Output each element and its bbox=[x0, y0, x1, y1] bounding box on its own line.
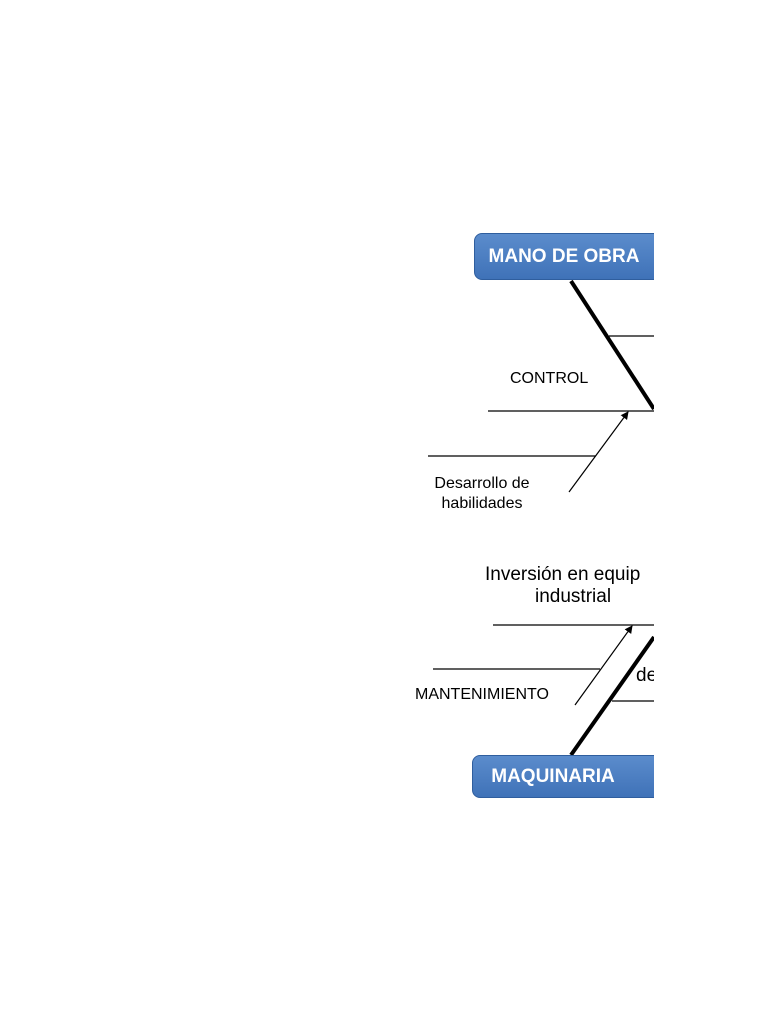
category-box-mano-de-obra: MANO DE OBRA bbox=[474, 233, 654, 280]
maquinaria-bone bbox=[569, 635, 654, 757]
mano-de-obra-bone bbox=[569, 279, 654, 411]
cause-label-inversion: Inversión en equip industrial bbox=[485, 564, 654, 608]
cause-label-partial-de: de bbox=[636, 665, 654, 686]
category-box-maquinaria: MAQUINARIA bbox=[472, 755, 654, 798]
cause-label-desarrollo: Desarrollo de habilidades bbox=[424, 474, 540, 514]
cause-label-control: CONTROL bbox=[510, 370, 589, 387]
cause-label-inversion-line2: industrial bbox=[535, 586, 612, 607]
maq-arrow-mantenimiento bbox=[574, 625, 633, 706]
cause-label-mantenimiento: MANTENIMIENTO bbox=[415, 686, 549, 703]
mano-arrow-desarrollo bbox=[568, 411, 629, 493]
cause-label-desarrollo-line1: Desarrollo de bbox=[434, 475, 530, 492]
cause-label-inversion-line1: Inversión en equip bbox=[485, 564, 641, 585]
category-label-maquinaria: MAQUINARIA bbox=[491, 765, 615, 787]
cause-label-desarrollo-line2: habilidades bbox=[441, 495, 523, 512]
blank-margin bbox=[654, 0, 768, 1024]
fishbone-lines bbox=[428, 279, 654, 757]
category-label-mano-de-obra: MANO DE OBRA bbox=[488, 245, 640, 267]
diagram-page: MANO DE OBRA MAQUINARIA CONTROL Desarrol… bbox=[415, 233, 654, 798]
